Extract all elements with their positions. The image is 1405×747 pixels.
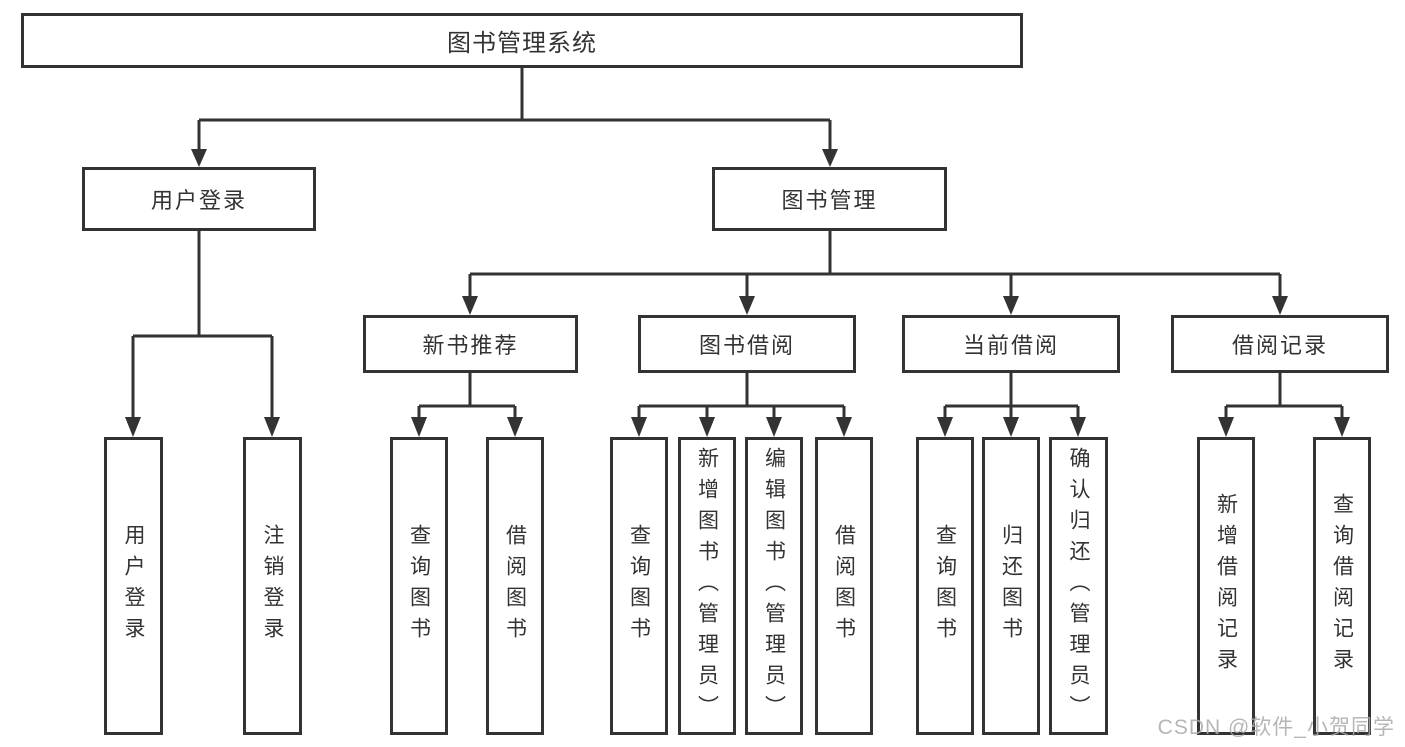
leaf-confirm-return-admin-label: 确认归还（管理员） [1067, 446, 1090, 726]
connector-borrow-records-children [1218, 373, 1350, 437]
node-current-borrow: 当前借阅 [902, 315, 1120, 373]
node-new-book-recommend-label: 新书推荐 [422, 333, 519, 358]
leaf-current-query-books-label: 查询图书 [933, 524, 957, 648]
leaf-query-borrow-record: 查询借阅记录 [1313, 437, 1371, 735]
leaf-logout: 注销登录 [243, 437, 302, 735]
csdn-watermark: CSDN @软件_小贺同学 [1157, 716, 1395, 739]
node-user-login-label: 用户登录 [150, 188, 247, 213]
connector-current-borrow-children [937, 373, 1086, 437]
connector-new-books-children [411, 373, 523, 437]
leaf-return-book-label: 归还图书 [999, 524, 1023, 648]
node-new-book-recommend: 新书推荐 [363, 315, 578, 373]
leaf-borrow-book: 借阅图书 [815, 437, 873, 735]
node-borrow-records: 借阅记录 [1171, 315, 1389, 373]
leaf-edit-book-admin-label: 编辑图书（管理员） [762, 446, 786, 726]
leaf-return-book: 归还图书 [982, 437, 1040, 735]
leaf-newbooks-query: 查询图书 [390, 437, 448, 735]
leaf-user-login-label: 用户登录 [122, 524, 145, 648]
node-book-management-label: 图书管理 [781, 188, 878, 213]
leaf-borrow-query-books: 查询图书 [610, 437, 668, 735]
leaf-add-borrow-record: 新增借阅记录 [1197, 437, 1255, 735]
connector-book-borrow-children [631, 373, 852, 437]
node-library-system: 图书管理系统 [21, 13, 1023, 68]
node-borrow-records-label: 借阅记录 [1231, 333, 1328, 358]
leaf-logout-label: 注销登录 [261, 524, 284, 648]
leaf-confirm-return-admin: 确认归还（管理员） [1049, 437, 1108, 735]
node-current-borrow-label: 当前借阅 [962, 333, 1059, 358]
node-book-borrow: 图书借阅 [638, 315, 856, 373]
node-user-login: 用户登录 [82, 167, 316, 231]
connector-user-login-children [125, 231, 280, 437]
node-library-system-label: 图书管理系统 [447, 30, 597, 57]
leaf-current-query-books: 查询图书 [916, 437, 974, 735]
leaf-newbooks-borrow: 借阅图书 [486, 437, 544, 735]
connector-book-mgmt-children [462, 231, 1288, 315]
leaf-borrow-query-books-label: 查询图书 [627, 524, 651, 648]
node-book-management: 图书管理 [712, 167, 947, 231]
leaf-user-login: 用户登录 [104, 437, 163, 735]
leaf-add-book-admin-label: 新增图书（管理员） [695, 446, 719, 726]
leaf-newbooks-query-label: 查询图书 [407, 524, 431, 648]
leaf-borrow-book-label: 借阅图书 [832, 524, 856, 648]
leaf-query-borrow-record-label: 查询借阅记录 [1330, 493, 1354, 679]
connector-root-to-level2 [191, 68, 838, 167]
leaf-edit-book-admin: 编辑图书（管理员） [745, 437, 803, 735]
leaf-add-book-admin: 新增图书（管理员） [678, 437, 736, 735]
node-book-borrow-label: 图书借阅 [698, 333, 795, 358]
leaf-add-borrow-record-label: 新增借阅记录 [1214, 493, 1238, 679]
leaf-newbooks-borrow-label: 借阅图书 [503, 524, 527, 648]
